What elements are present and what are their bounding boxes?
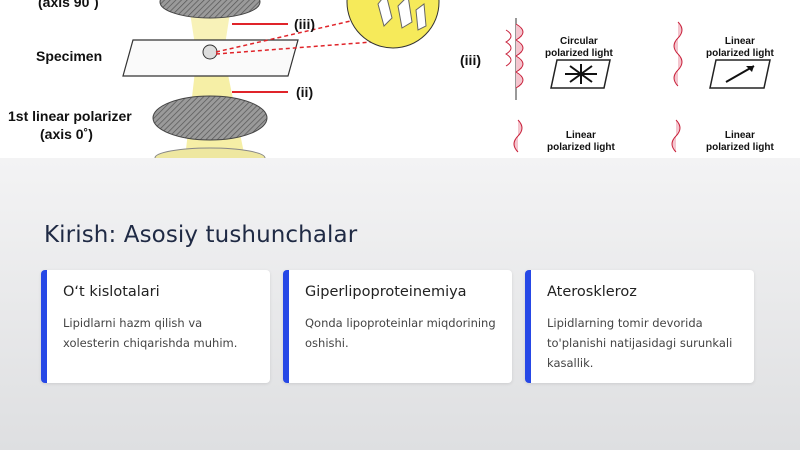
- analyzer-lens: [159, 0, 261, 19]
- label-panel-iii: (iii): [460, 52, 481, 68]
- wave-circular: [505, 18, 524, 100]
- card-description: Lipidlarning tomir devorida to'planishi …: [547, 316, 733, 370]
- card-title: Giperlipoproteinemiya: [305, 284, 467, 300]
- label-specimen: Specimen: [36, 48, 103, 64]
- concept-card-hyperlipoproteinemia: Giperlipoproteinemiya Qonda lipoproteinl…: [283, 270, 512, 383]
- panel-label-linear-1: Linear polarized light: [706, 36, 774, 59]
- panel-label-linear-2: Linear polarized light: [547, 130, 615, 153]
- card-description: Lipidlarni hazm qilish va xolesterin chi…: [63, 316, 238, 350]
- wave-linear-2: [513, 119, 523, 153]
- section-heading: Kirish: Asosiy tushunchalar: [44, 222, 358, 248]
- card-description: Qonda lipoproteinlar miqdorining oshishi…: [305, 316, 496, 350]
- specimen-sample: [202, 44, 218, 60]
- polarizer-lens: [152, 95, 268, 141]
- wave-linear-1: [673, 21, 683, 87]
- label-marker-iii: (iii): [294, 16, 315, 32]
- wave-linear-3: [671, 119, 681, 153]
- concept-card-bile-acids: O‘t kislotalari Lipidlarni hazm qilish v…: [41, 270, 270, 383]
- label-axis-top: (axis 90˚): [38, 0, 99, 10]
- concept-card-atherosclerosis: Ateroskleroz Lipidlarning tomir devorida…: [525, 270, 754, 383]
- card-title: O‘t kislotalari: [63, 284, 160, 300]
- panel-label-circular: Circular polarized light: [545, 36, 613, 59]
- card-title: Ateroskleroz: [547, 284, 637, 300]
- label-axis-bottom: (axis 0˚): [40, 126, 93, 142]
- panel-label-linear-3: Linear polarized light: [706, 130, 774, 153]
- label-first-polarizer: 1st linear polarizer: [8, 108, 132, 124]
- label-marker-ii: (ii): [296, 84, 314, 100]
- diagram-artwork: [122, 0, 771, 158]
- polarized-light-diagram: (axis 90˚) Specimen 1st linear polarizer…: [0, 0, 800, 158]
